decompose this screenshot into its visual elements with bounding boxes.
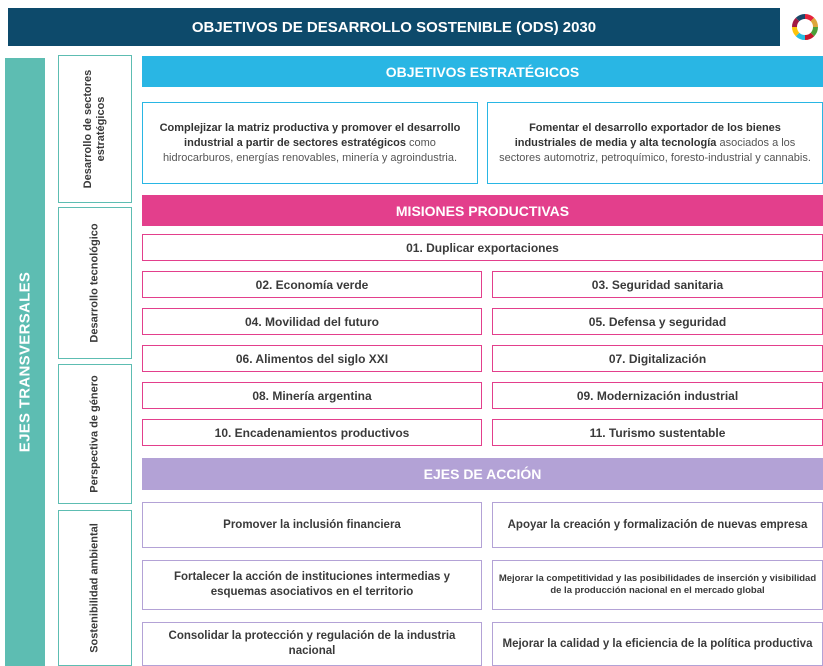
mision-item: 08. Minería argentina — [142, 382, 482, 409]
mision-item: 09. Modernización industrial — [492, 382, 823, 409]
objetivo-card: Complejizar la matriz productiva y promo… — [142, 102, 478, 184]
eje-label: Perspectiva de género — [88, 375, 101, 493]
mision-item: 10. Encadenamientos productivos — [142, 419, 482, 446]
eje-label: Desarrollo de sectores estratégicos — [82, 69, 107, 189]
ejes-accion-header: EJES DE ACCIÓN — [142, 458, 823, 490]
objetivo-bold: Fomentar el desarrollo exportador de los… — [514, 121, 781, 149]
objetivo-bold: Complejizar la matriz productiva y promo… — [159, 121, 461, 149]
mision-item: 01. Duplicar exportaciones — [142, 234, 823, 261]
eje-accion-item: Promover la inclusión financiera — [142, 502, 482, 548]
eje-desarrollo-tecnologico: Desarrollo tecnológico — [58, 207, 132, 359]
objetivo-text: asociados a los sectores automotriz, pet… — [499, 136, 811, 164]
eje-accion-item: Apoyar la creación y formalización de nu… — [492, 502, 823, 548]
mision-item: 04. Movilidad del futuro — [142, 308, 482, 335]
ejes-transversales-label: EJES TRANSVERSALES — [16, 271, 34, 453]
objetivos-header: OBJETIVOS ESTRATÉGICOS — [142, 56, 823, 87]
mision-item: 02. Economía verde — [142, 271, 482, 298]
page-title: OBJETIVOS DE DESARROLLO SOSTENIBLE (ODS)… — [8, 8, 780, 46]
ejes-transversales-bar: EJES TRANSVERSALES — [5, 58, 45, 666]
mision-item: 07. Digitalización — [492, 345, 823, 372]
eje-accion-item: Consolidar la protección y regulación de… — [142, 622, 482, 666]
eje-accion-item: Mejorar la calidad y la eficiencia de la… — [492, 622, 823, 666]
eje-sectores-estrategicos: Desarrollo de sectores estratégicos — [58, 55, 132, 203]
objetivo-text: como hidrocarburos, energías renovables,… — [162, 136, 458, 164]
mision-item: 06. Alimentos del siglo XXI — [142, 345, 482, 372]
eje-perspectiva-genero: Perspectiva de género — [58, 364, 132, 504]
mision-item: 11. Turismo sustentable — [492, 419, 823, 446]
eje-sostenibilidad-ambiental: Sostenibilidad ambiental — [58, 510, 132, 666]
objetivo-card: Fomentar el desarrollo exportador de los… — [487, 102, 823, 184]
mision-item: 03. Seguridad sanitaria — [492, 271, 823, 298]
misiones-header: MISIONES PRODUCTIVAS — [142, 195, 823, 226]
eje-label: Desarrollo tecnológico — [88, 223, 101, 343]
sdg-wheel-icon — [790, 8, 820, 46]
mision-item: 05. Defensa y seguridad — [492, 308, 823, 335]
eje-label: Sostenibilidad ambiental — [88, 523, 101, 653]
eje-accion-item: Mejorar la competitividad y las posibili… — [492, 560, 823, 610]
eje-accion-item: Fortalecer la acción de instituciones in… — [142, 560, 482, 610]
